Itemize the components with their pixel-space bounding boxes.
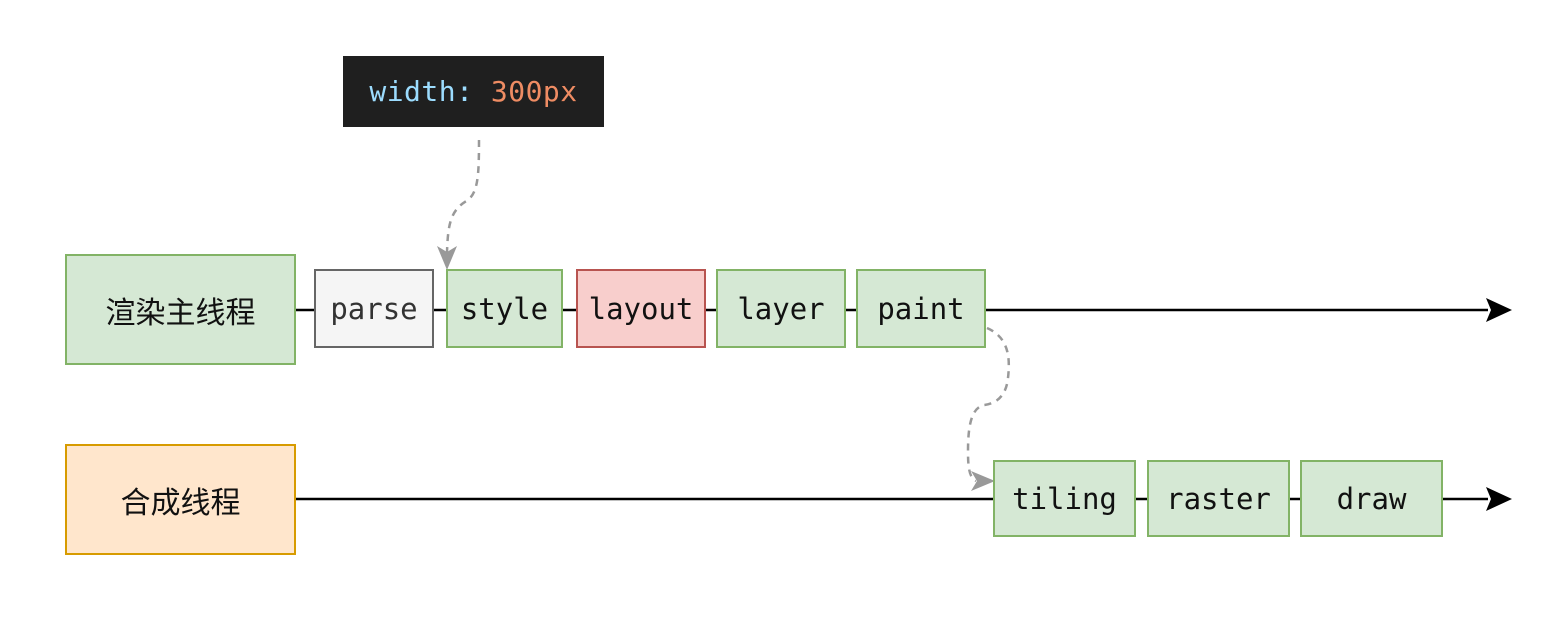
compositor-thread-label-text: 合成线程: [120, 485, 241, 521]
dashed-connector-code-to-style: [445, 139, 481, 253]
step-label: paint: [877, 291, 965, 326]
compositor-thread-arrowhead: [1486, 487, 1512, 511]
main-thread-arrowhead: [1486, 298, 1512, 322]
step-draw: draw: [1300, 460, 1443, 537]
step-label: raster: [1166, 481, 1271, 516]
step-layout: layout: [576, 269, 706, 348]
step-label: tiling: [1012, 481, 1117, 516]
code-snippet: width: 300px: [343, 56, 604, 127]
step-label: layer: [737, 291, 825, 326]
main-thread-label: 渲染主线程: [65, 254, 296, 365]
step-label: style: [460, 291, 549, 326]
compositor-thread-label: 合成线程: [65, 444, 296, 555]
step-parse: parse: [314, 269, 434, 348]
step-layer: layer: [716, 269, 846, 348]
code-property: width:: [369, 75, 474, 108]
step-tiling: tiling: [993, 460, 1136, 537]
step-raster: raster: [1147, 460, 1290, 537]
step-label: parse: [330, 291, 418, 326]
main-thread-label-text: 渲染主线程: [105, 295, 256, 331]
code-value: 300px: [490, 75, 578, 108]
dashed-connector-arrowhead: [437, 246, 457, 270]
step-label: layout: [588, 291, 694, 326]
dashed-connector-arrowhead: [971, 471, 995, 491]
dashed-connector-paint-to-tiling: [966, 326, 1011, 483]
step-style: style: [446, 269, 563, 348]
step-label: draw: [1336, 481, 1407, 516]
step-paint: paint: [856, 269, 986, 348]
